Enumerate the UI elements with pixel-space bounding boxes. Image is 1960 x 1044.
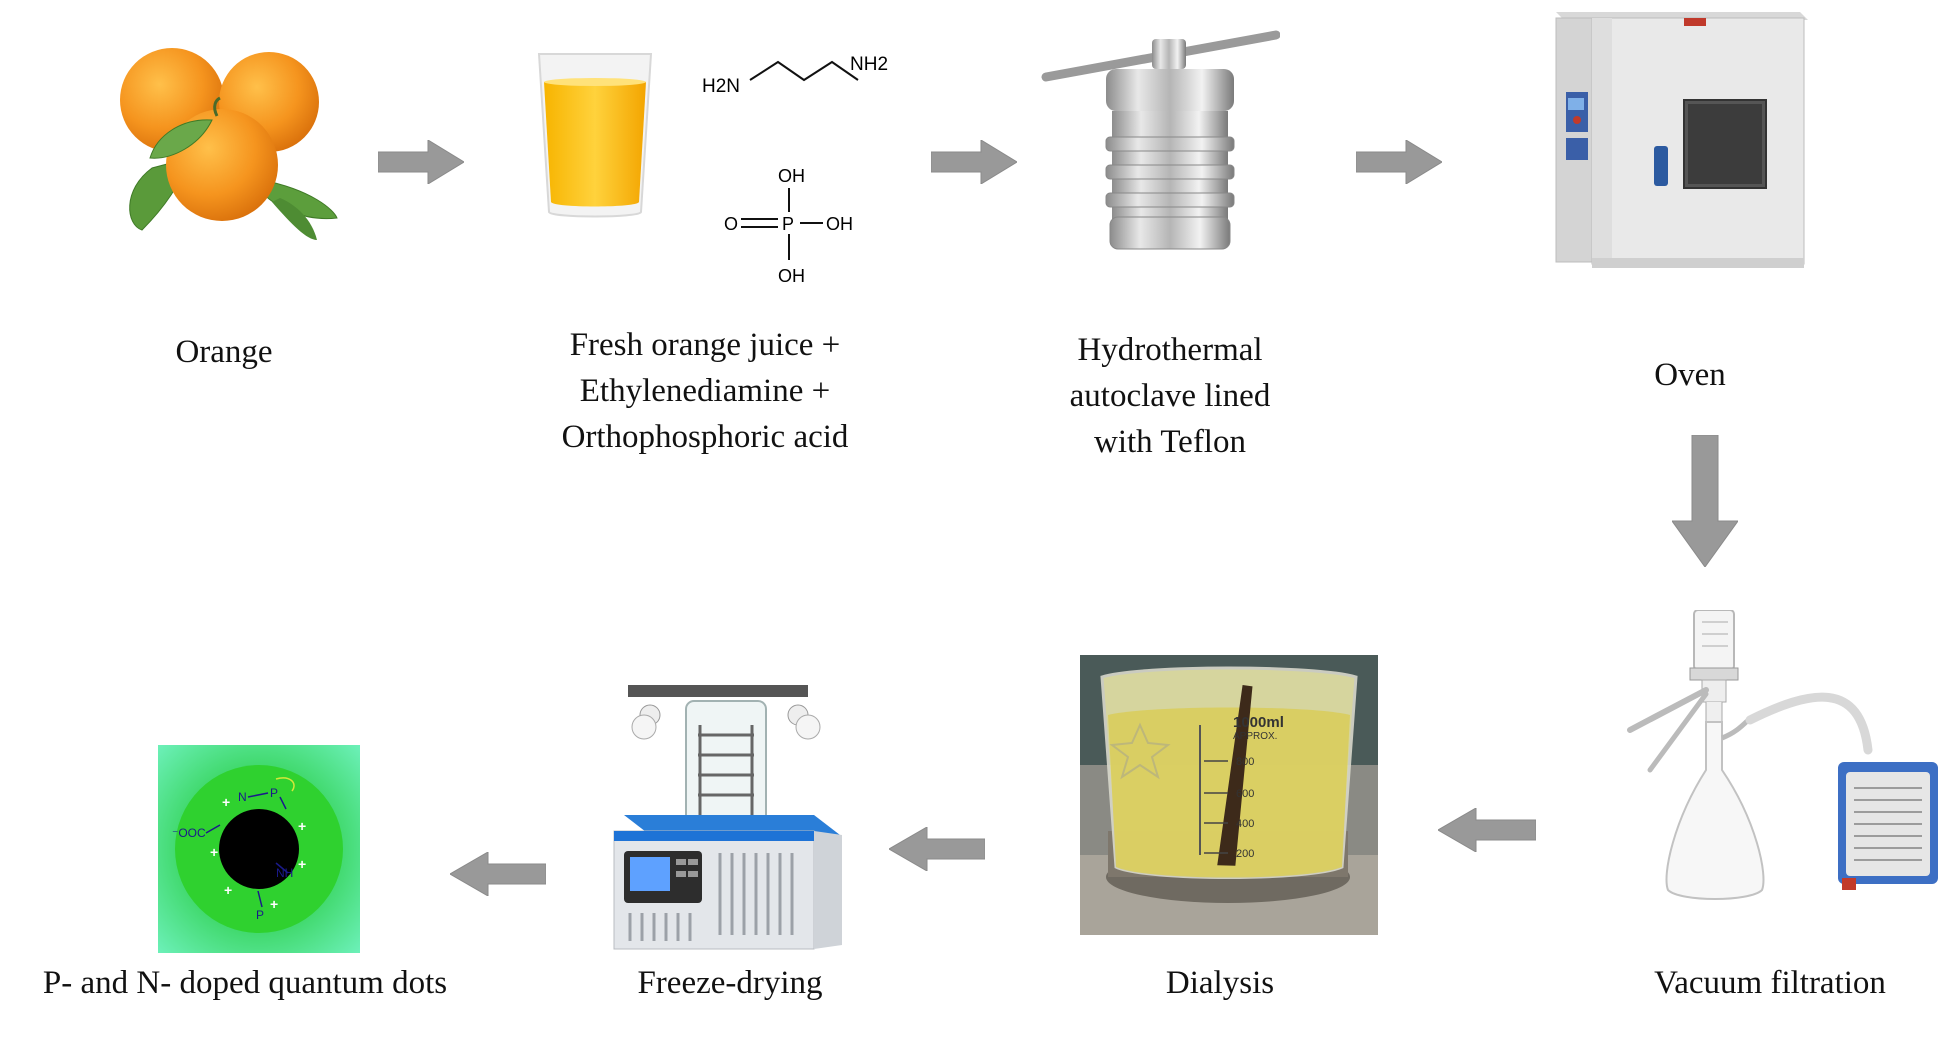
beaker-grad-800: 800 [1236,756,1254,768]
qd-plus-4: + [298,856,306,872]
vacuum-filtration-illustration [1627,610,1938,900]
oh-top: OH [778,166,805,186]
arrow-freeze-to-qdots [450,852,546,896]
quantum-dot-illustration: + + + + + + ⁻OOC N P NH P [158,745,360,953]
p-atom: P [782,214,794,234]
beaker-grad-200: 200 [1236,848,1254,860]
juice-label-line2: Ethylenediamine + [579,373,831,409]
orange-illustration [120,48,338,240]
qd-plus-6: + [270,896,278,912]
qd-amine-n: N [238,790,247,804]
juice-glass [537,53,653,218]
beaker-approx-mark: APPROX. [1233,731,1277,742]
qd-plus-5: + [224,882,232,898]
beaker-grad-400: 400 [1236,818,1254,830]
qd-plus-3: + [210,844,218,860]
autoclave-label-line2: autoclave lined [1069,378,1271,414]
juice-label: Fresh orange juice + Ethylenediamine + O… [510,322,900,460]
juice-label-line3: Orthophosphoric acid [561,419,849,455]
qdots-label: P- and N- doped quantum dots [0,960,490,1006]
qd-phosphate-top: P [270,786,278,800]
qd-plus-1: + [222,794,230,810]
h2n-group: H2N [702,76,740,97]
freeze-label: Freeze-drying [580,960,880,1006]
arrow-autoclave-to-oven [1356,140,1442,184]
autoclave-label-line1: Hydrothermal [1077,332,1263,368]
o-double: O [724,214,738,234]
arrow-orange-to-juice [378,140,464,184]
oven-illustration [1555,12,1808,268]
arrow-vacuum-to-dialysis [1438,808,1536,852]
freeze-dryer-illustration [613,685,842,950]
oh-right: OH [826,214,853,234]
qdots-label-text: P- and N- doped quantum dots [42,965,448,1001]
ethylenediamine-structure: H2N NH2 [702,54,888,97]
dialysis-label-text: Dialysis [1165,965,1275,1001]
autoclave-illustration [1041,30,1280,250]
juice-label-line1: Fresh orange juice + [569,327,841,363]
oven-label-text: Oven [1654,357,1726,393]
arrow-oven-to-vacuum [1672,435,1738,567]
qd-plus-2: + [298,818,306,834]
qd-amine-nh: NH [276,866,293,880]
dialysis-photo: 1000ml APPROX. 800 600 400 200 [1080,655,1378,935]
autoclave-label: Hydrothermal autoclave lined with Teflon [1000,327,1340,465]
orange-label: Orange [124,329,324,375]
freeze-label-text: Freeze-drying [637,965,823,1001]
arrow-dialysis-to-freeze [889,827,985,871]
oh-bottom: OH [778,266,805,286]
beaker-volume-mark: 1000ml [1233,714,1284,731]
autoclave-label-line3: with Teflon [1094,424,1246,460]
beaker-grad-600: 600 [1236,788,1254,800]
vacuum-label-text: Vacuum filtration [1654,965,1886,1001]
dialysis-label: Dialysis [1120,960,1320,1006]
nh2-group: NH2 [850,54,888,75]
orange-label-text: Orange [175,334,273,370]
qd-phosphate-bottom: P [256,908,264,922]
phosphoric-acid-structure: OH P OH OH O [724,166,853,286]
vacuum-label: Vacuum filtration [1600,960,1940,1006]
oven-label: Oven [1590,352,1790,398]
qd-carboxyl: ⁻OOC [172,826,206,840]
arrow-juice-to-autoclave [931,140,1017,184]
